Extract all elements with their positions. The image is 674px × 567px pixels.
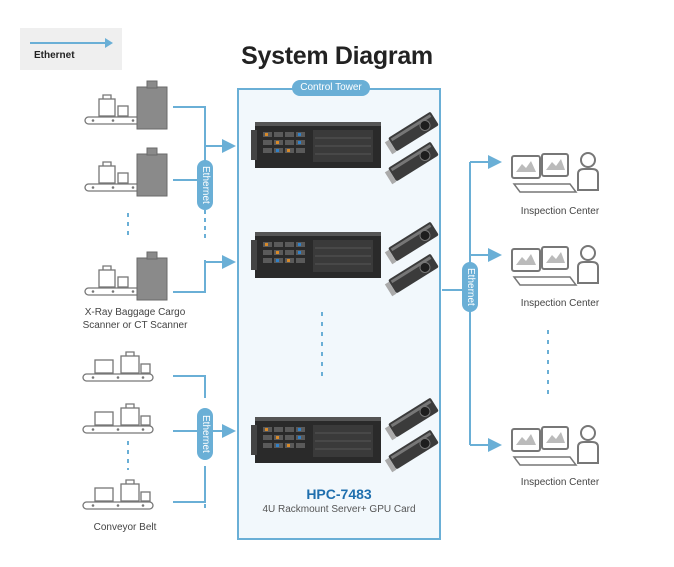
legend-ethernet-line <box>30 42 110 44</box>
legend-label: Ethernet <box>34 50 75 61</box>
ethernet-link-label-conveyors: Ethernet <box>197 408 213 460</box>
legend-arrow-icon <box>105 38 113 48</box>
scanner-caption-line2: Scanner or CT Scanner <box>82 320 188 331</box>
product-name: HPC-7483 <box>306 486 372 502</box>
page-title: System Diagram <box>241 42 433 70</box>
ethernet-link-label-scanners: Ethernet <box>197 160 213 210</box>
scanner-1-icon <box>84 80 168 130</box>
product-description: 4U Rackmount Server+ GPU Card <box>262 504 416 515</box>
inspection-station-3-icon <box>511 425 599 466</box>
ethernet-link-label-inspection: Ethernet <box>462 262 478 312</box>
inspection-center-label-3: Inspection Center <box>520 477 600 488</box>
inspection-center-label-2: Inspection Center <box>520 298 600 309</box>
control-tower-label: Control Tower <box>292 80 370 96</box>
inspection-station-1-icon <box>511 152 599 193</box>
scanner-3-icon <box>84 251 168 301</box>
inspection-center-label-1: Inspection Center <box>520 206 600 217</box>
server-2-icon <box>250 231 382 279</box>
inspection-station-2-icon <box>511 245 599 286</box>
server-1-icon <box>250 121 382 169</box>
conveyor-3-icon <box>82 479 154 510</box>
scanner-2-icon <box>84 147 168 197</box>
legend-box <box>20 28 122 70</box>
scanner-caption-line1: X-Ray Baggage Cargo <box>84 307 186 318</box>
server-3-icon <box>250 416 382 464</box>
conveyor-2-icon <box>82 403 154 434</box>
conveyor-caption: Conveyor Belt <box>93 522 157 533</box>
conveyor-1-icon <box>82 351 154 382</box>
